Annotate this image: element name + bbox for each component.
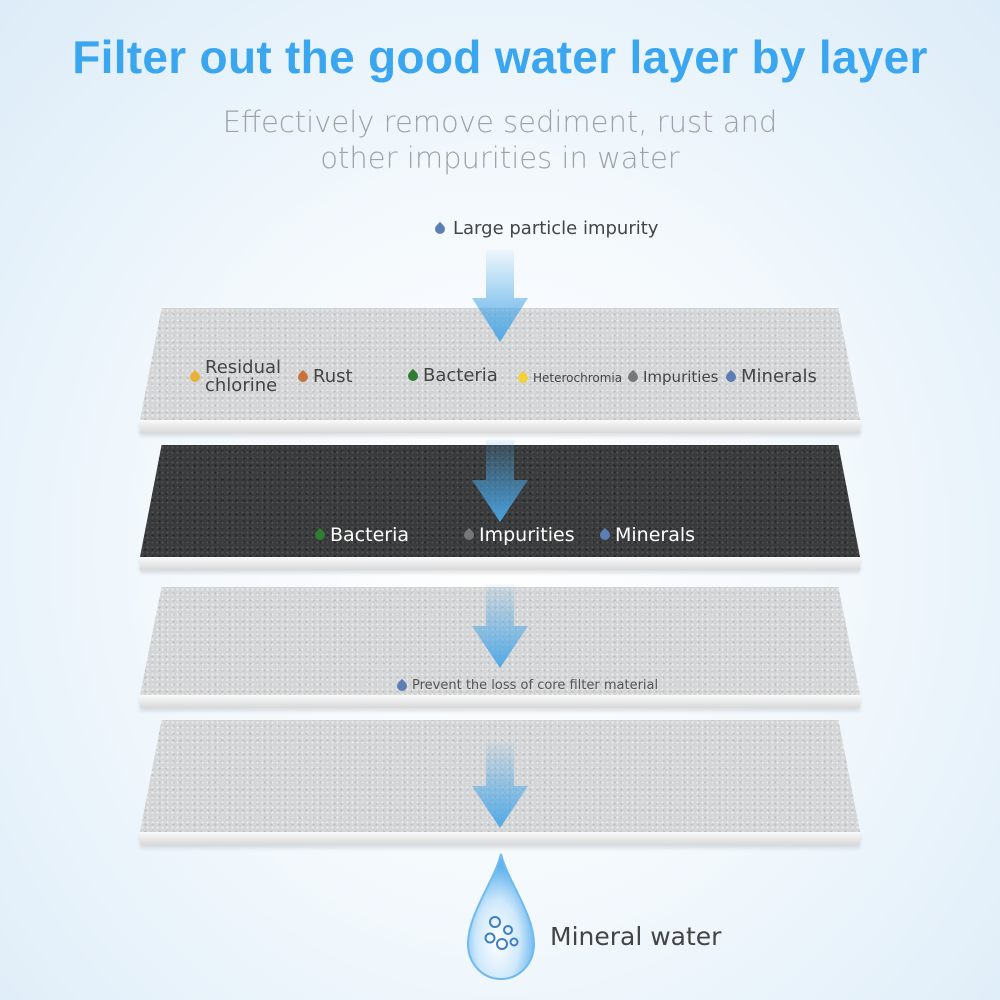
label-heterochromia: Heterochromia xyxy=(515,370,623,386)
minerals-drop-icon xyxy=(723,369,739,384)
heterochromia-text: Heterochromia xyxy=(533,371,623,385)
water-drop-icon xyxy=(432,221,448,236)
impurities-text-2: Impurities xyxy=(479,524,575,546)
rust-text: Rust xyxy=(313,366,353,387)
flow-arrow-icon xyxy=(472,584,528,668)
water-drop-icon xyxy=(394,678,410,693)
bacteria-text: Bacteria xyxy=(423,365,498,386)
flow-arrow-icon xyxy=(472,440,528,522)
impurities-drop-icon xyxy=(625,369,641,385)
impurities-drop-icon xyxy=(461,527,477,543)
label-impurities: Impurities xyxy=(625,368,719,386)
page-title: Filter out the good water layer by layer xyxy=(72,31,928,83)
subtitle-line-2: other impurities in water xyxy=(320,141,680,175)
bacteria-drop-icon xyxy=(405,368,421,383)
minerals-text: Minerals xyxy=(741,366,817,387)
impurities-text: Impurities xyxy=(643,368,719,386)
flow-arrow-icon xyxy=(472,742,528,828)
residual-line-2: chlorine xyxy=(205,375,278,396)
minerals-text-2: Minerals xyxy=(615,524,696,546)
subtitle-line-1: Effectively remove sediment, rust and xyxy=(222,105,778,139)
label-bacteria: Bacteria xyxy=(405,365,498,386)
minerals-drop-icon xyxy=(597,527,613,543)
page-subtitle: Effectively remove sediment, rust and ot… xyxy=(200,104,800,176)
label-prevent-loss: Prevent the loss of core filter material xyxy=(394,678,659,693)
label-rust: Rust xyxy=(295,366,353,387)
heterochromia-drop-icon xyxy=(515,370,531,386)
bacteria-drop-icon xyxy=(312,527,328,543)
label-impurities-2: Impurities xyxy=(461,524,575,546)
entry-label-text: Large particle impurity xyxy=(453,218,659,239)
residual-chlorine-drop-icon xyxy=(187,369,203,385)
rust-drop-icon xyxy=(295,369,311,384)
entry-label: Large particle impurity xyxy=(432,218,659,239)
residual-line-1: Residual xyxy=(205,357,282,378)
label-residual-chlorine: Residual chlorine xyxy=(187,357,282,396)
bacteria-text-2: Bacteria xyxy=(330,524,409,546)
label-bacteria-2: Bacteria xyxy=(312,524,409,546)
label-minerals: Minerals xyxy=(723,366,817,387)
label-minerals-2: Minerals xyxy=(597,524,696,546)
prevent-loss-text: Prevent the loss of core filter material xyxy=(412,678,659,693)
flow-arrow-icon xyxy=(472,250,528,342)
mineral-water-drop-icon xyxy=(466,852,536,982)
mineral-water-label: Mineral water xyxy=(550,922,722,951)
